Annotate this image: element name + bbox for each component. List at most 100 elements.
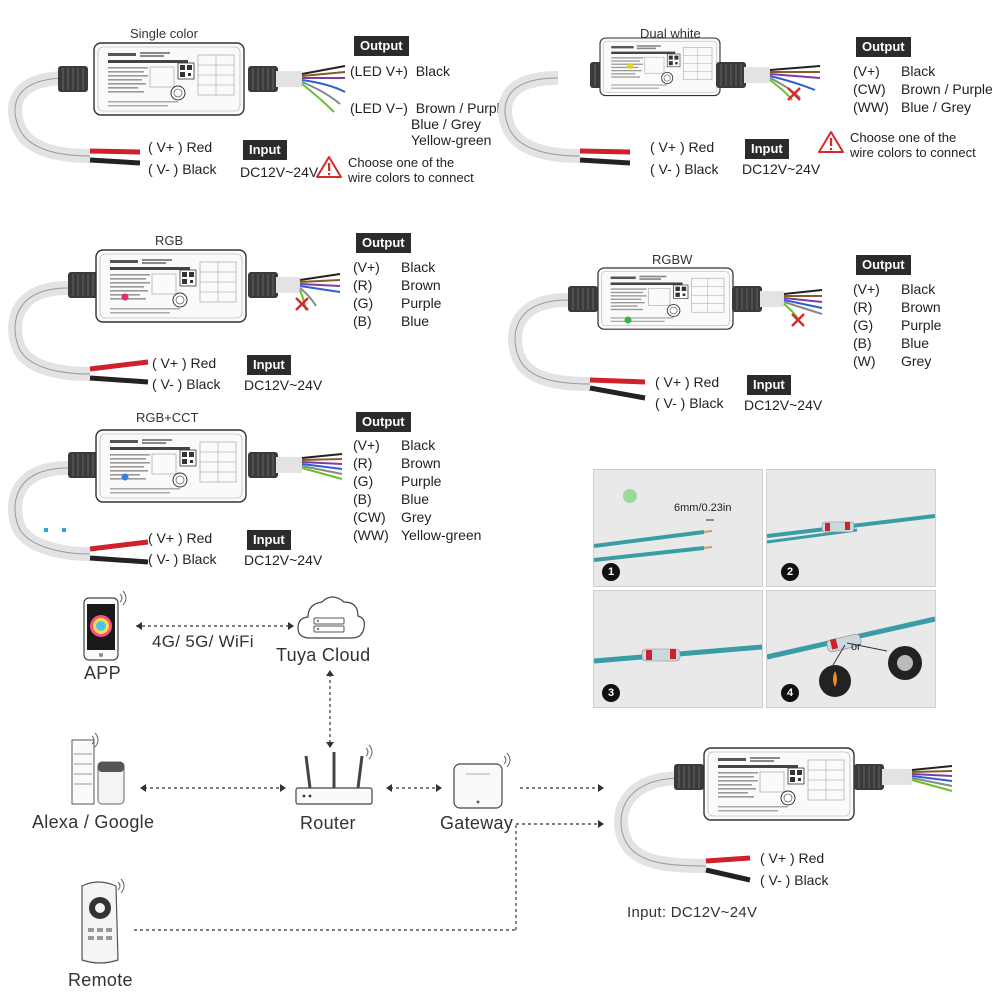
input-wire-rgb-2: ( V- ) Black xyxy=(152,375,220,393)
output-key: (CW) xyxy=(353,509,386,525)
output-key: (B) xyxy=(353,491,372,507)
input-wire-single-2: ( V- ) Black xyxy=(148,160,216,178)
output-row: (G)Purple xyxy=(353,294,441,312)
input-wire-rgbw-2: ( V- ) Black xyxy=(655,394,723,412)
controller-dual-white xyxy=(498,37,821,166)
output-row: (R)Brown xyxy=(353,454,481,472)
output-key: (V+) xyxy=(853,63,880,79)
controller-network xyxy=(613,747,953,883)
panel-title-rgb: RGB xyxy=(155,233,184,248)
phone-app-icon xyxy=(83,590,127,661)
wire-key: ( V- ) xyxy=(152,376,183,392)
measure-label: 6mm/0.23in xyxy=(674,502,732,514)
wire-key: ( V+ ) xyxy=(148,530,183,546)
output-value: Blue xyxy=(401,313,430,329)
router-label: Router xyxy=(300,813,356,833)
input-badge-single: Input xyxy=(243,140,287,160)
router-gateway-arrow xyxy=(386,784,442,792)
gateway-label: Gateway xyxy=(440,813,514,833)
output-value: Yellow-green xyxy=(401,527,482,543)
output-row: (WW) Blue / Grey xyxy=(853,98,993,116)
gateway-icon xyxy=(453,752,511,809)
output-list-rgbw: (V+)Black (R)Brown (G)Purple (B)Blue (W)… xyxy=(853,280,941,370)
output-value: Grey xyxy=(901,353,932,369)
controller-rgb-cct xyxy=(8,429,343,565)
input-wire-cct-2: ( V- ) Black xyxy=(148,550,216,568)
output-key: (WW) xyxy=(353,527,389,543)
warning-line: wire colors to connect xyxy=(348,170,474,185)
output-value: Brown xyxy=(401,277,441,293)
output-value: Purple xyxy=(901,317,942,333)
wire-value: Black xyxy=(689,395,724,411)
output-key: (B) xyxy=(853,335,872,351)
warning-line: Choose one of the xyxy=(850,130,957,145)
output-row: (CW)Brown / Purple xyxy=(853,80,993,98)
output-row: (V+) Black xyxy=(853,280,941,298)
input-badge-rgb: Input xyxy=(247,355,291,375)
output-row: (R)Brown xyxy=(353,276,441,294)
output-value: Black xyxy=(415,63,450,79)
output-key: (V+) xyxy=(853,281,880,297)
output-list-rgb-cct: (V+)Black (R)Brown (G)Purple (B)Blue (CW… xyxy=(353,436,481,544)
warning-line: Choose one of the xyxy=(348,155,455,170)
input-voltage-dual: DC12V~24V xyxy=(742,161,821,177)
remote-controller-arrow xyxy=(134,820,604,931)
wire-key: ( V- ) xyxy=(655,395,686,411)
cloud-icon xyxy=(297,596,365,639)
output-value: Blue xyxy=(901,335,930,351)
output-row: (V+)Black xyxy=(353,258,441,276)
input-wire-net-1: ( V+ ) Red xyxy=(760,849,824,867)
panel-title-rgbw: RGBW xyxy=(652,252,693,267)
step-number: 1 xyxy=(602,563,620,581)
output-row: (WW) Yellow-green xyxy=(353,526,481,544)
splice-step-4-photo: or 4 xyxy=(766,590,936,708)
output-row: (R)Brown xyxy=(853,298,941,316)
output-key: (R) xyxy=(853,299,873,315)
wire-value: Red xyxy=(190,355,217,371)
step-number: 2 xyxy=(781,563,799,581)
wire-value: Black xyxy=(794,872,829,888)
wire-key: ( V+ ) xyxy=(655,374,690,390)
output-row: (B) Blue xyxy=(853,334,941,352)
wire-key: ( V+ ) xyxy=(152,355,187,371)
output-row: (B) Blue xyxy=(353,312,441,330)
controller-rgb xyxy=(8,249,341,385)
output-badge-rgb-cct: Output xyxy=(356,412,411,432)
output-badge-rgb: Output xyxy=(356,233,411,253)
output-value: Blue xyxy=(401,491,430,507)
wire-key: ( V- ) xyxy=(148,161,179,177)
output-value: Blue / Grey xyxy=(901,99,972,115)
output-row-single-2: (LED V−) Brown / Purple xyxy=(350,99,508,117)
wire-value: Black xyxy=(186,376,221,392)
gateway-controller-arrow xyxy=(520,784,604,792)
splice-step-3-photo: 3 xyxy=(593,590,763,708)
splice-step-2-photo: 2 xyxy=(766,469,936,587)
output-value: Brown xyxy=(401,455,441,471)
input-wire-net-2: ( V- ) Black xyxy=(760,871,828,889)
output-row: (B) Blue xyxy=(353,490,481,508)
output-key: (LED V−) xyxy=(350,100,408,116)
wire-value: Black xyxy=(182,161,217,177)
output-key: (WW) xyxy=(853,99,889,115)
output-key: (B) xyxy=(353,313,372,329)
input-wire-rgb-1: ( V+ ) Red xyxy=(152,354,216,372)
output-row: (CW) Grey xyxy=(353,508,481,526)
panel-title-rgb-cct: RGB+CCT xyxy=(136,410,199,425)
wire-value: Red xyxy=(186,530,213,546)
output-row: (V+)Black xyxy=(853,62,993,80)
input-wire-rgbw-1: ( V+ ) Red xyxy=(655,373,719,391)
wire-value: Red xyxy=(186,139,213,155)
output-key: (G) xyxy=(853,317,874,333)
output-extra-single-2: Yellow-green xyxy=(411,132,492,148)
controller-single-color xyxy=(8,42,346,166)
output-value: Black xyxy=(401,437,436,453)
link-label: 4G/ 5G/ WiFi xyxy=(152,632,254,651)
output-value: Black xyxy=(901,281,936,297)
output-value: Brown / Purple xyxy=(415,100,508,116)
output-value: Grey xyxy=(401,509,432,525)
output-key: (V+) xyxy=(353,437,380,453)
input-wire-dual-2: ( V- ) Black xyxy=(650,160,718,178)
wire-value: Black xyxy=(684,161,719,177)
output-key: (V+) xyxy=(353,259,380,275)
